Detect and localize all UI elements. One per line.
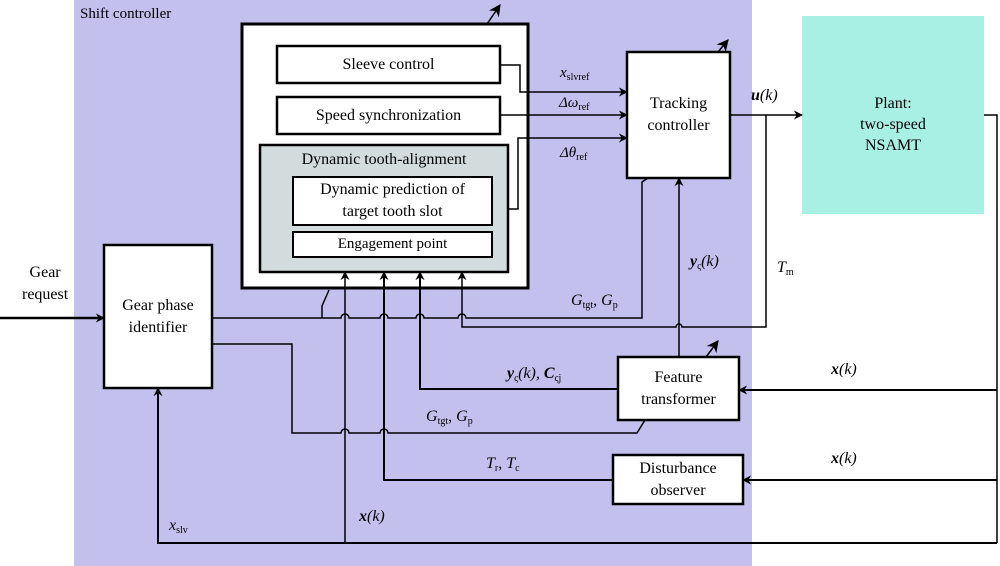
gear-phase-box: [102, 243, 214, 390]
x-slv-main: x: [169, 517, 177, 534]
disturbance-observer-box: [611, 453, 745, 506]
engagement-point-box: [292, 231, 493, 258]
tr-sub: r: [494, 463, 499, 474]
tracking-line1: Tracking: [649, 95, 708, 113]
g-p-sub: p: [612, 300, 618, 311]
plant-line1: Plant:: [874, 95, 912, 112]
g-main: G: [601, 292, 613, 309]
disturbance-line1: Disturbance: [639, 459, 717, 477]
disturbance-observer-label: Disturbance observer: [613, 455, 743, 504]
engagement-point-label: Engagement point: [337, 236, 448, 253]
x-slv-label: xslv: [169, 518, 188, 536]
d-theta-sub: ref: [576, 152, 588, 163]
u-k-main: u: [751, 87, 760, 104]
plant-line3: NSAMT: [864, 136, 921, 154]
y-c-ysub: ς: [514, 373, 519, 384]
tracking-line2: controller: [647, 117, 710, 134]
gear-request-line1: Gear: [29, 264, 61, 281]
y-k-sub: ς: [697, 261, 702, 272]
feature-line2: transformer: [641, 390, 716, 408]
disturbance-line2: observer: [650, 481, 706, 499]
d-omega-sub: ref: [578, 102, 590, 113]
y-c-csub: ςj: [554, 373, 562, 384]
g-p-sub: p: [467, 416, 473, 427]
tooth-alignment-label: Dynamic tooth-alignment: [301, 151, 467, 169]
y-k-main: y: [690, 253, 698, 270]
x-k-arg: (k): [839, 450, 857, 467]
x-k-arg: (k): [839, 361, 857, 378]
x-slvref-main: x: [560, 65, 567, 81]
tracking-controller-label: Tracking controller: [627, 52, 730, 178]
x-k-main: x: [831, 450, 839, 467]
g-sep: ,: [448, 408, 457, 425]
feature-line1: Feature: [654, 368, 703, 386]
tc-sub: c: [515, 463, 520, 474]
prediction-label: Dynamic prediction of target tooth slot: [293, 177, 492, 225]
y-c-c: C: [543, 365, 555, 382]
prediction-line1: Dynamic prediction of: [320, 181, 465, 199]
gear-request-line2: request: [22, 285, 69, 303]
prediction-box: [292, 176, 493, 226]
gear-phase-line2: identifier: [128, 318, 188, 336]
plant-line2: two-speed: [860, 115, 926, 133]
sleeve-control-label: Sleeve control: [342, 55, 435, 73]
gear-request-label: Gear request: [22, 262, 68, 305]
gear-phase-label: Gear phase identifier: [104, 245, 212, 388]
g-tgt-p-label-upper: Gtgt, Gp: [571, 293, 618, 311]
tracking-controller-box: [625, 50, 732, 180]
t-m-sub: m: [785, 267, 794, 278]
tc-sep: ,: [498, 455, 507, 472]
u-k-label: u(k): [751, 88, 778, 104]
d-theta-ref-label: Δθref: [560, 146, 587, 163]
tr-tc-label: Tr, Tc: [486, 456, 520, 474]
prediction-line2: target tooth slot: [342, 203, 443, 220]
t-m-label: Tm: [777, 260, 794, 278]
x-k-label-feature: x(k): [831, 362, 857, 378]
y-c-y: y: [507, 365, 515, 382]
g-main: G: [426, 408, 438, 425]
d-omega-ref-label: Δωref: [559, 96, 590, 113]
feature-transformer-label: Feature transformer: [618, 357, 739, 420]
d-theta-main: Δθ: [560, 145, 577, 161]
g-sep: ,: [593, 292, 602, 309]
x-k-main: x: [831, 361, 839, 378]
speed-sync-label: Speed synchronization: [315, 106, 462, 124]
x-k-label-bottom: x(k): [359, 509, 385, 525]
plant-block: [802, 16, 984, 214]
t-m-main: T: [777, 259, 786, 276]
y-k-label: yς(k): [690, 254, 719, 272]
gear-phase-line1: Gear phase: [122, 297, 194, 314]
plant-label: Plant: two-speed NSAMT: [802, 16, 984, 214]
x-slvref-sub: slvref: [566, 72, 590, 83]
g-main: G: [456, 408, 468, 425]
d-omega-main: Δω: [559, 95, 579, 111]
x-k-label-disturbance: x(k): [831, 451, 857, 467]
x-slv-sub: slv: [176, 525, 188, 536]
shift-controller-label: Shift controller: [80, 6, 172, 22]
x-k-main: x: [359, 508, 367, 525]
g-tgt-p-label-lower: Gtgt, Gp: [426, 409, 473, 427]
y-k-arg: (k): [701, 253, 719, 270]
u-k-arg: (k): [759, 87, 778, 104]
x-k-arg: (k): [367, 508, 385, 525]
x-slvref-label: xslvref: [560, 66, 589, 83]
y-c-arg: (k),: [518, 365, 544, 382]
g-main: G: [571, 292, 583, 309]
g-tgt-sub: tgt: [437, 416, 449, 427]
tc-main: T: [506, 455, 516, 472]
g-tgt-sub: tgt: [582, 300, 594, 311]
tr-main: T: [486, 455, 495, 472]
y-c-label: yς(k), Cςj: [507, 366, 561, 384]
